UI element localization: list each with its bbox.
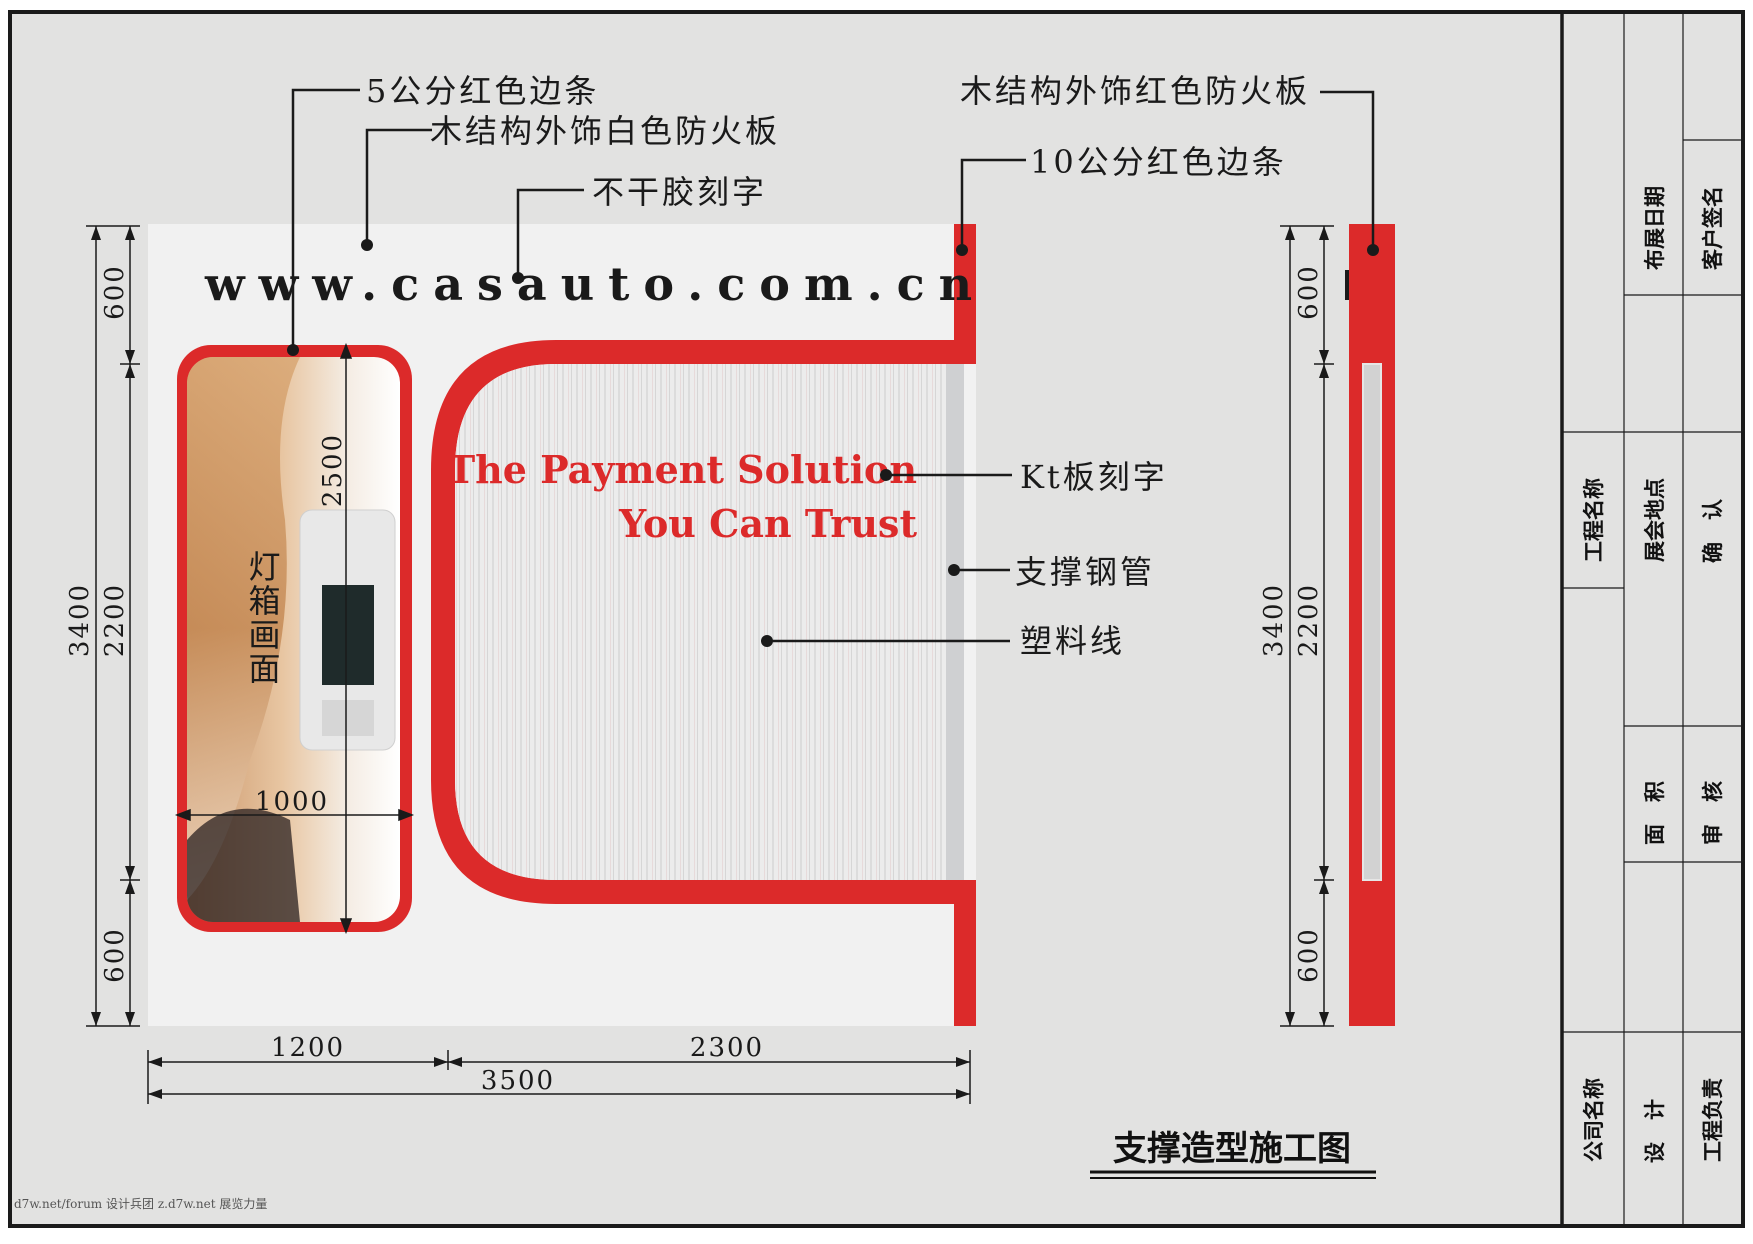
lightbox-label-c4: 面 — [248, 650, 283, 688]
dim-bottom-right: 600 — [1294, 927, 1324, 983]
panel-slogan-line1: The Payment Solution — [447, 447, 917, 492]
dim-bottom-left: 600 — [100, 927, 130, 983]
lightbox-label: 灯 箱 画 面 — [248, 548, 283, 688]
lightbox — [177, 345, 412, 932]
dim-middle-left: 2200 — [100, 583, 130, 657]
tb-project-manager: 工程负责 — [1701, 1078, 1725, 1162]
tb-company-name: 公司名称 — [1582, 1078, 1606, 1162]
lightbox-dims — [174, 342, 415, 935]
drawing-title: 支撑造型施工图 — [1113, 1129, 1351, 1169]
label-steel-pipe: 支撑钢管 — [1015, 553, 1155, 591]
tb-confirm: 确认 — [1701, 477, 1725, 563]
title-block-grid — [1560, 12, 1743, 1226]
label-red-fireboard: 木结构外饰红色防火板 — [960, 72, 1310, 110]
label-kt-board-lettering: Kt板刻字 — [1020, 458, 1168, 496]
tb-venue: 展会地点 — [1643, 478, 1667, 562]
dim-right-width: 2300 — [690, 1033, 764, 1063]
dim-left-width: 1200 — [271, 1033, 345, 1063]
lightbox-shoulder — [187, 808, 300, 922]
dim-lightbox-height: 2500 — [318, 433, 348, 507]
tb-client-signature: 客户签名 — [1701, 186, 1725, 270]
lightbox-hair — [187, 357, 300, 900]
panel-slogan-line2: You Can Trust — [618, 501, 917, 546]
label-non-adhesive-lettering: 不干胶刻字 — [592, 173, 767, 211]
tb-setup-date: 布展日期 — [1643, 186, 1667, 270]
bottom-dim-arrows — [148, 1057, 970, 1099]
watermark: d7w.net/forum 设计兵团 z.d7w.net 展览力量 — [14, 1196, 267, 1211]
label-white-fireboard: 木结构外饰白色防火板 — [430, 112, 780, 150]
side-view-steel-pipe — [1362, 363, 1382, 881]
tb-design: 设计 — [1643, 1077, 1667, 1163]
bottom-dims — [147, 1050, 971, 1104]
tb-project-name: 工程名称 — [1582, 478, 1606, 562]
plastic-line-area — [455, 364, 954, 880]
tb-review: 审核 — [1701, 759, 1725, 845]
lightbox-label-c2: 箱 — [248, 582, 283, 620]
dim-middle-right: 2200 — [1294, 583, 1324, 657]
title-block-fields: 公司名称 设计 工程负责 工程名称 展会地点 确认 面积 审核 布展日期 客户签… — [1582, 186, 1725, 1163]
leader-dots — [287, 239, 1379, 647]
side-view-mark — [1345, 270, 1349, 300]
tb-area: 面积 — [1643, 759, 1667, 845]
lightbox-label-c1: 灯 — [248, 548, 283, 586]
label-plastic-line: 塑料线 — [1020, 622, 1125, 660]
dim-total-width: 3500 — [481, 1066, 555, 1096]
label-red-edge-10cm: 10公分红色边条 — [1030, 143, 1287, 181]
dim-total-height-left: 3400 — [65, 583, 95, 657]
dim-total-height-right: 3400 — [1259, 583, 1289, 657]
steel-pipe — [946, 364, 964, 880]
lightbox-device-screen — [322, 585, 374, 685]
lightbox-device-keys — [322, 700, 374, 736]
dim-top-right: 600 — [1294, 264, 1324, 320]
leader-lines — [291, 88, 1375, 643]
dim-top-left: 600 — [100, 264, 130, 320]
dim-lightbox-width: 1000 — [255, 787, 329, 817]
panel-url: www.casauto.com.cn — [204, 257, 986, 311]
left-dim-arrows — [91, 226, 135, 1026]
label-red-edge-5cm: 5公分红色边条 — [366, 72, 599, 110]
right-dim-arrows — [1285, 226, 1329, 1026]
lightbox-label-c3: 画 — [248, 616, 283, 654]
